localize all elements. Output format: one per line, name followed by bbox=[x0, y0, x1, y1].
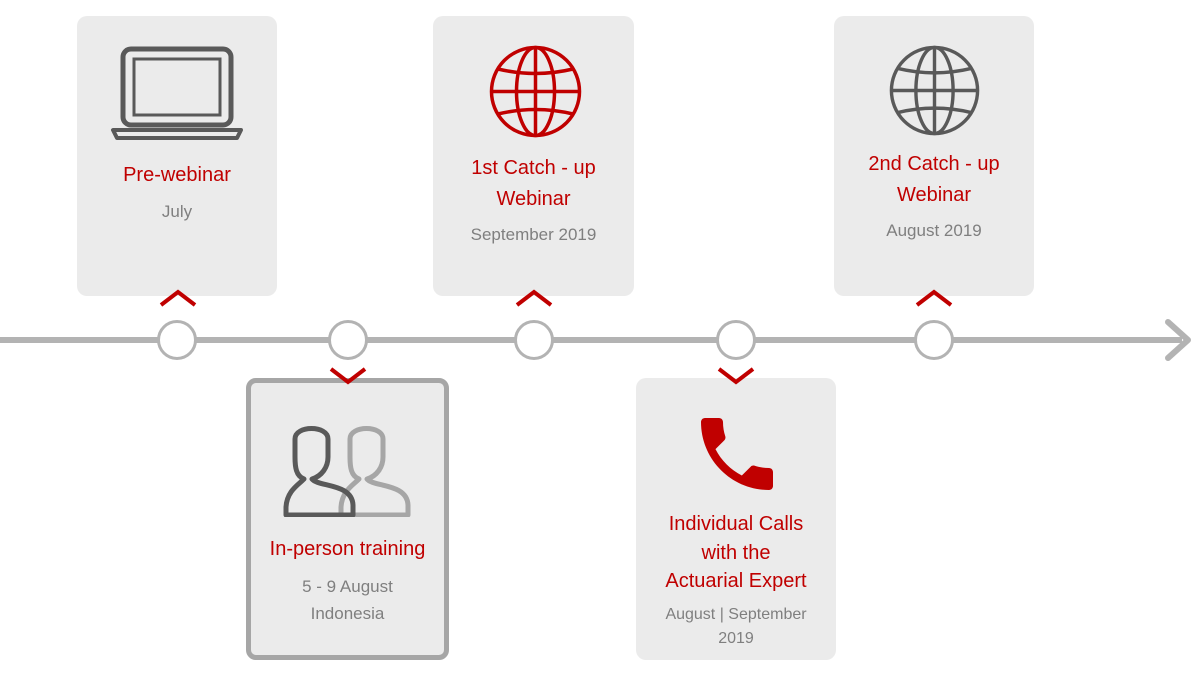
milestone-date: 5 - 9 August bbox=[302, 577, 393, 596]
milestone-title: Individual Calls bbox=[668, 513, 804, 535]
timeline-node bbox=[514, 320, 554, 360]
people-icon bbox=[283, 426, 411, 517]
milestone-card-2nd-catch-up: 2nd Catch - up Webinar August 2019 bbox=[834, 16, 1034, 296]
milestone-date: July bbox=[161, 202, 193, 221]
milestone-title: with the bbox=[701, 542, 771, 564]
milestone-title: 2nd Catch - up bbox=[868, 153, 1000, 175]
milestone-location: Indonesia bbox=[310, 604, 385, 623]
globe-icon bbox=[889, 45, 980, 136]
milestone-card-individual-calls: Individual Calls with the Actuarial Expe… bbox=[636, 378, 836, 660]
chevron-up-icon bbox=[159, 289, 197, 307]
chevron-up-icon bbox=[515, 289, 553, 307]
globe-icon bbox=[489, 45, 582, 138]
chevron-down-icon bbox=[329, 367, 367, 385]
laptop-icon bbox=[111, 46, 243, 140]
milestone-card-pre-webinar: Pre-webinar July bbox=[77, 16, 277, 296]
timeline-node bbox=[328, 320, 368, 360]
milestone-card-1st-catch-up: 1st Catch - up Webinar September 2019 bbox=[433, 16, 634, 296]
milestone-title: Webinar bbox=[896, 184, 972, 206]
timeline-node bbox=[914, 320, 954, 360]
timeline-node bbox=[157, 320, 197, 360]
milestone-date: 2019 bbox=[718, 630, 754, 647]
milestone-title: In-person training bbox=[269, 538, 426, 560]
timeline-arrowhead bbox=[1165, 319, 1191, 361]
milestone-title: Actuarial Expert bbox=[665, 570, 807, 592]
milestone-date: August | September bbox=[665, 606, 807, 623]
chevron-down-icon bbox=[717, 367, 755, 385]
milestone-title: 1st Catch - up bbox=[471, 157, 596, 179]
chevron-up-icon bbox=[915, 289, 953, 307]
timeline-node bbox=[716, 320, 756, 360]
milestone-date: September 2019 bbox=[470, 225, 597, 244]
milestone-card-in-person-training: In-person training 5 - 9 August Indonesi… bbox=[246, 378, 449, 660]
milestone-title: Webinar bbox=[496, 188, 571, 210]
phone-icon bbox=[701, 418, 773, 490]
milestone-date: August 2019 bbox=[886, 221, 982, 240]
milestone-title: Pre-webinar bbox=[123, 164, 231, 186]
